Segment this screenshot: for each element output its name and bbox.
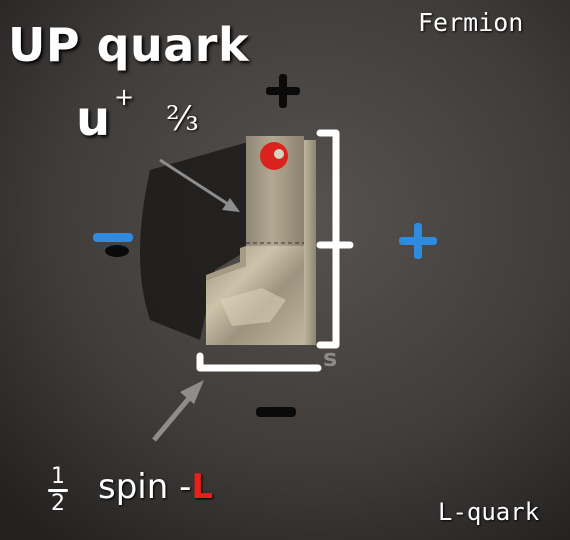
arrow-to-bracket: [152, 380, 204, 442]
arrow-to-piece: [159, 158, 240, 212]
red-dot: [260, 142, 288, 170]
plus-sign-top: [266, 74, 300, 108]
half-denominator: 2: [51, 491, 65, 516]
half-numerator: 1: [51, 464, 65, 489]
spin-label: spin -L: [98, 470, 213, 504]
label-fermion: Fermion: [418, 8, 524, 37]
minus-sign-left: [93, 233, 133, 257]
l-shaped-metal-piece: [206, 136, 316, 345]
charge-fraction: ⅔: [166, 99, 199, 139]
quark-symbol-superscript: +: [114, 83, 135, 111]
horizontal-bracket: [196, 352, 322, 372]
s-marker: s: [323, 344, 338, 372]
title-up-quark: UP quark: [8, 18, 250, 72]
spin-text: spin -: [98, 467, 192, 507]
screw-head: [274, 149, 284, 159]
plus-sign-right: [399, 223, 437, 259]
vertical-bracket: [316, 129, 340, 349]
spin-letter-l: L: [191, 467, 214, 507]
spin-half-fraction: 1 2: [48, 466, 68, 515]
label-l-quark: L-quark: [438, 498, 540, 526]
fraction-bar: [48, 489, 68, 492]
quark-symbol: u +: [76, 85, 134, 143]
object-shadow: [140, 142, 248, 340]
minus-sign-bottom: [256, 407, 296, 417]
quark-symbol-letter: u: [76, 91, 111, 147]
